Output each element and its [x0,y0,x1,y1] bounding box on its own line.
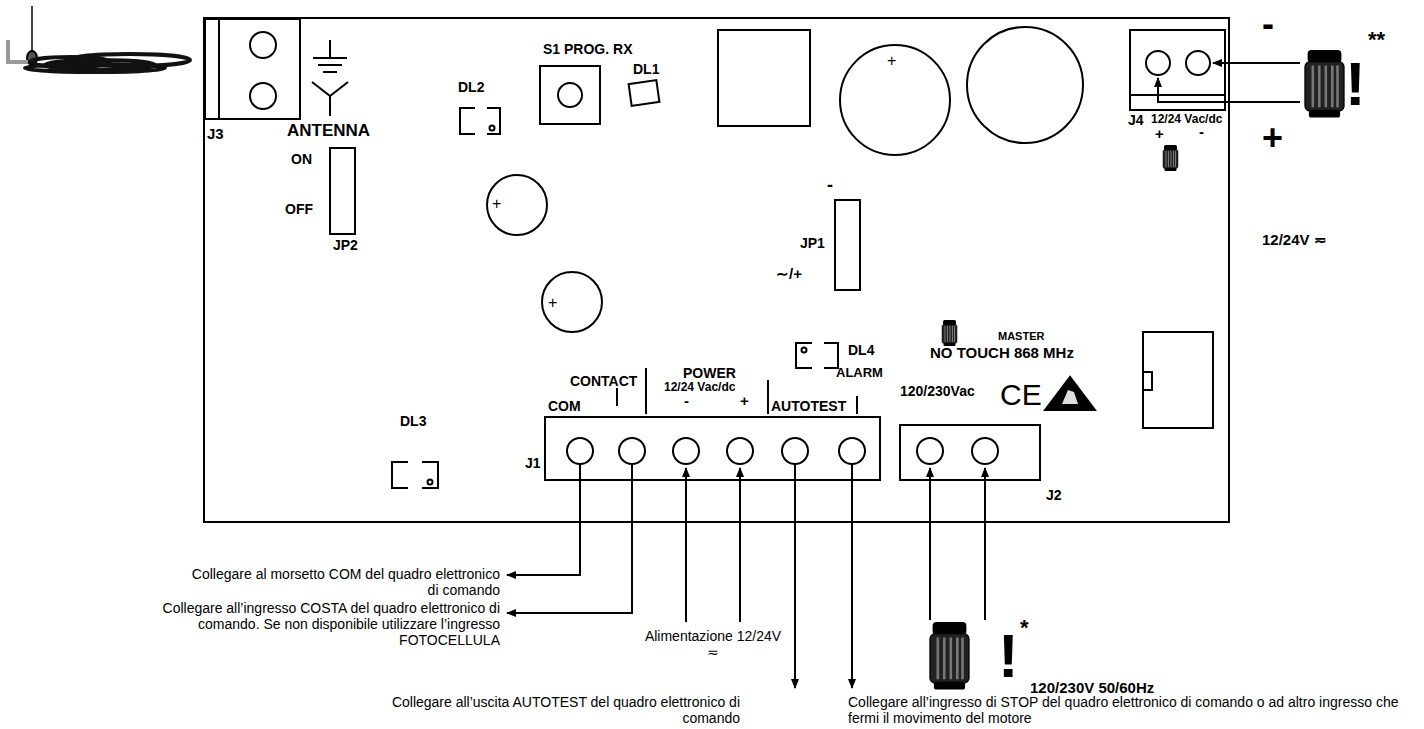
note-text: Collegare all’ingresso COSTA del quadro … [110,600,500,648]
board-label: JP1 [800,236,825,251]
symbol-label: + [1262,118,1283,158]
board-label: J2 [1046,488,1062,503]
note-text: Collegare al morsetto COM del quadro ele… [180,566,500,598]
board-label: CONTACT [570,374,637,389]
note-text: Collegare all’ingresso di STOP del quadr… [848,694,1418,726]
board-label: MASTER [998,330,1044,342]
board-label: CE [1000,378,1042,411]
board-label: - [827,176,833,196]
note-text: Alimentazione 12/24V ≂ [643,628,783,660]
board-label: NO TOUCH 868 MHz [930,345,1074,362]
board-label: + [548,294,557,312]
board-label: 12/24 Vac/dc [1151,113,1222,126]
board-label: ALARM [836,366,883,380]
board-label: DL3 [400,414,426,429]
board-label: - [684,393,689,410]
board-label: COM [548,399,581,414]
board-label: 120/230Vac [900,384,975,399]
board-label: ANTENNA [287,122,370,141]
symbol-label: ! [998,622,1019,690]
board-label: OFF [285,202,313,217]
symbol-label: 12/24V ≂ [1262,232,1327,249]
symbol-label: ** [1368,28,1385,52]
board-label: AUTOTEST [771,399,846,414]
board-label: J4 [1128,113,1144,128]
board-label: J3 [207,126,224,143]
board-label: 12/24 Vac/dc [664,381,735,394]
board-label: POWER [683,366,736,381]
board-label: J1 [525,456,541,471]
board-label: DL2 [458,80,484,95]
board-label: JP2 [333,238,358,253]
symbol-label: * [1020,616,1029,640]
symbol-label: - [1262,4,1274,44]
note-text: Collegare all’uscita AUTOTEST del quadro… [340,694,740,726]
board-label: + [1155,126,1164,143]
board-label: + [740,393,749,410]
symbol-label: ! [1345,50,1366,118]
board-label: + [887,52,896,70]
board-label: S1 PROG. RX [543,42,632,57]
board-label: ON [291,152,312,167]
board-label: ∼/+ [776,266,802,283]
board-label: DL1 [633,62,659,77]
board-label: + [492,195,501,213]
board-label: - [1199,124,1204,141]
pcb-board: ANTENNA J3ON OFF JP2 DL2 S1 PROG. RXDL1 + + + - JP… [203,17,1230,523]
board-label: DL4 [848,343,874,358]
